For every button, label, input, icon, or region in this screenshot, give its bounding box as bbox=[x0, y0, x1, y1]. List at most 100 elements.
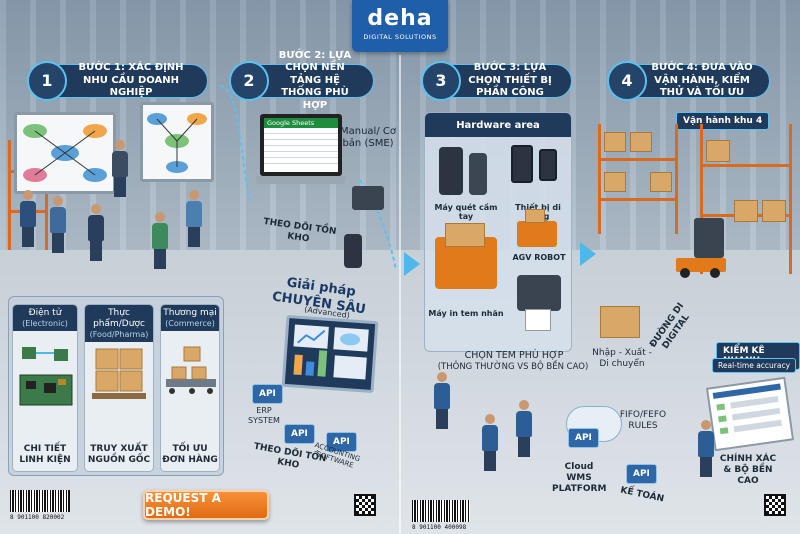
pallet-boxes-icon bbox=[92, 348, 146, 399]
step-3-header: 3 BƯỚC 3: LỰA CHỌN THIẾT BỊ PHẦN CÔNG bbox=[421, 61, 572, 101]
manual-label: Manual/ Cơ bản (SME) bbox=[340, 126, 396, 149]
device-label: Máy quét cầm tay bbox=[434, 203, 498, 221]
industry-title: Thương mại bbox=[163, 308, 217, 318]
stamp-subtitle: (THÔNG THƯỜNG VS BỘ BỀN CAO) bbox=[437, 362, 589, 372]
printer-icon bbox=[517, 275, 561, 311]
logo-mark: deha bbox=[367, 6, 433, 31]
accounting-api-badge-3[interactable]: API bbox=[626, 464, 657, 484]
erp-system-label: ERP SYSTEM bbox=[248, 406, 280, 425]
zone-tag: Vận hành khu 4 bbox=[676, 112, 770, 130]
step-4-number: 4 bbox=[607, 61, 647, 101]
request-demo-button[interactable]: REQUEST A DEMO! bbox=[143, 490, 269, 520]
device-label: AGV ROBOT bbox=[512, 253, 566, 262]
barcode-graphic bbox=[10, 490, 70, 512]
barcode-digits: 8 901100 820002 bbox=[10, 514, 65, 521]
step-3-number: 3 bbox=[421, 61, 461, 101]
agv-robot-icon bbox=[517, 221, 557, 247]
mobile-device-icon bbox=[511, 145, 533, 183]
worker-figure bbox=[698, 420, 714, 477]
industry-footer: TRUY XUẤT NGUỒN GỐC bbox=[87, 443, 151, 466]
circuit-board-icon bbox=[19, 347, 73, 406]
step-4-header: 4 BƯỚC 4: ĐƯA VÀO VẬN HÀNH, KIỂM THỬ VÀ … bbox=[607, 61, 770, 101]
checklist-icon bbox=[712, 383, 782, 435]
pallet-rack bbox=[598, 124, 678, 234]
fifo-label: FIFO/FEFO RULES bbox=[619, 410, 667, 431]
accuracy-label: CHÍNH XÁC & BỘ BỀN CAO bbox=[719, 454, 777, 486]
barcode-digits: 8 901100 400098 bbox=[412, 524, 467, 531]
flow-label: Nhập - Xuất - Di chuyển bbox=[592, 348, 652, 369]
step-1-header: 1 BƯỚC 1: XÁC ĐỊNH NHU CẦU DOANH NGHIỆP bbox=[27, 61, 208, 101]
monitor-dashboard bbox=[281, 314, 379, 394]
device-label: Máy in tem nhãn bbox=[428, 309, 504, 318]
handheld-scanner-icon bbox=[469, 153, 487, 195]
step-2-label: BƯỚC 2: LỰA CHỌN NỀN TẢNG HỆ THỐNG PHÙ H… bbox=[278, 49, 352, 111]
industry-card-header: Thương mại (Commerce) bbox=[161, 305, 219, 332]
hardware-area-title: Hardware area bbox=[425, 113, 571, 137]
qr-code[interactable] bbox=[764, 494, 786, 516]
industry-subtitle: (Food/Pharma) bbox=[89, 329, 149, 339]
mindmap-icon bbox=[147, 113, 207, 173]
step-2-number: 2 bbox=[229, 61, 269, 101]
forklift-icon bbox=[676, 218, 726, 278]
sheets-title: Google Sheets bbox=[264, 118, 338, 128]
box-icon bbox=[630, 132, 652, 152]
industry-card-header: Thực phẩm/Dược (Food/Pharma) bbox=[85, 305, 153, 343]
step-1-label: BƯỚC 1: XÁC ĐỊNH NHU CẦU DOANH NGHIỆP bbox=[78, 62, 184, 99]
section-divider bbox=[399, 55, 401, 534]
step-2-header: 2 BƯỚC 2: LỰA CHỌN NỀN TẢNG HỆ THỐNG PHÙ… bbox=[229, 50, 374, 111]
box-icon bbox=[600, 306, 640, 338]
box-icon bbox=[734, 200, 758, 222]
laptop-sheets: Google Sheets bbox=[256, 114, 346, 204]
barcode-graphic bbox=[412, 500, 470, 522]
industry-title: Thực phẩm/Dược bbox=[93, 308, 145, 329]
worker-figure bbox=[482, 414, 498, 471]
industry-card-food-pharma[interactable]: Thực phẩm/Dược (Food/Pharma) TRUY XUẤT N… bbox=[84, 304, 154, 472]
industry-subtitle: (Commerce) bbox=[165, 318, 215, 328]
box-icon bbox=[706, 140, 730, 162]
step-1-number: 1 bbox=[27, 61, 67, 101]
step-3-label: BƯỚC 3: LỰA CHỌN THIẾT BỊ PHẦN CÔNG bbox=[468, 62, 552, 99]
person-figure bbox=[112, 140, 128, 197]
accounting-api-badge-2[interactable]: API bbox=[326, 432, 357, 452]
handheld-scanner-icon bbox=[439, 147, 463, 195]
step-4-label: BƯỚC 4: ĐƯA VÀO VẬN HÀNH, KIỂM THỬ VÀ TỐ… bbox=[651, 62, 753, 99]
box-icon bbox=[762, 200, 786, 222]
box-icon bbox=[525, 209, 545, 223]
receipt-icon bbox=[525, 309, 551, 331]
whiteboard-mindmap bbox=[14, 112, 116, 194]
person-figure bbox=[50, 196, 66, 253]
audit-subtitle: Real-time accuracy bbox=[712, 358, 797, 373]
industry-footer: CHI TIẾT LINH KIỆN bbox=[19, 443, 71, 466]
cloud-api-badge[interactable]: API bbox=[568, 428, 599, 448]
scanner-icon bbox=[344, 234, 362, 268]
flow-arrow-icon bbox=[580, 242, 596, 266]
industry-title: Điện tử bbox=[28, 308, 62, 318]
box-icon bbox=[604, 172, 626, 192]
accounting-api-badge[interactable]: API bbox=[284, 424, 315, 444]
whiteboard-mindmap-2 bbox=[140, 102, 214, 182]
industry-footer: TỐI ƯU ĐƠN HÀNG bbox=[162, 443, 218, 466]
industry-card-commerce[interactable]: Thương mại (Commerce) TỐI ƯU ĐƠN HÀNG bbox=[160, 304, 220, 472]
industry-subtitle: (Electronic) bbox=[22, 318, 68, 328]
printer-icon bbox=[352, 186, 384, 210]
box-icon bbox=[445, 223, 485, 247]
hardware-area-panel: Hardware area Máy quét cầm tay Thiết bị … bbox=[424, 112, 572, 352]
person-figure bbox=[186, 190, 202, 247]
industry-card-header: Điện tử (Electronic) bbox=[13, 305, 77, 332]
worker-figure bbox=[516, 400, 532, 457]
erp-api-badge[interactable]: API bbox=[252, 384, 283, 404]
person-figure bbox=[152, 212, 168, 269]
industry-card-electronic[interactable]: Điện tử (Electronic) CHI TIẾT LINH KIỆN bbox=[12, 304, 78, 472]
conveyor-icon bbox=[166, 346, 216, 394]
cloud-wms-label: Cloud WMS PLATFORM bbox=[552, 462, 607, 494]
logo-subtitle: DIGITAL SOLUTIONS bbox=[363, 33, 437, 41]
deha-logo[interactable]: deha DIGITAL SOLUTIONS bbox=[352, 0, 448, 52]
box-icon bbox=[604, 132, 626, 152]
mobile-device-icon bbox=[539, 149, 557, 181]
qr-code[interactable] bbox=[354, 494, 376, 516]
dashboard-chart-icon bbox=[293, 324, 369, 380]
box-icon bbox=[650, 172, 672, 192]
flow-arrow-icon bbox=[404, 252, 420, 276]
worker-figure bbox=[434, 372, 450, 429]
